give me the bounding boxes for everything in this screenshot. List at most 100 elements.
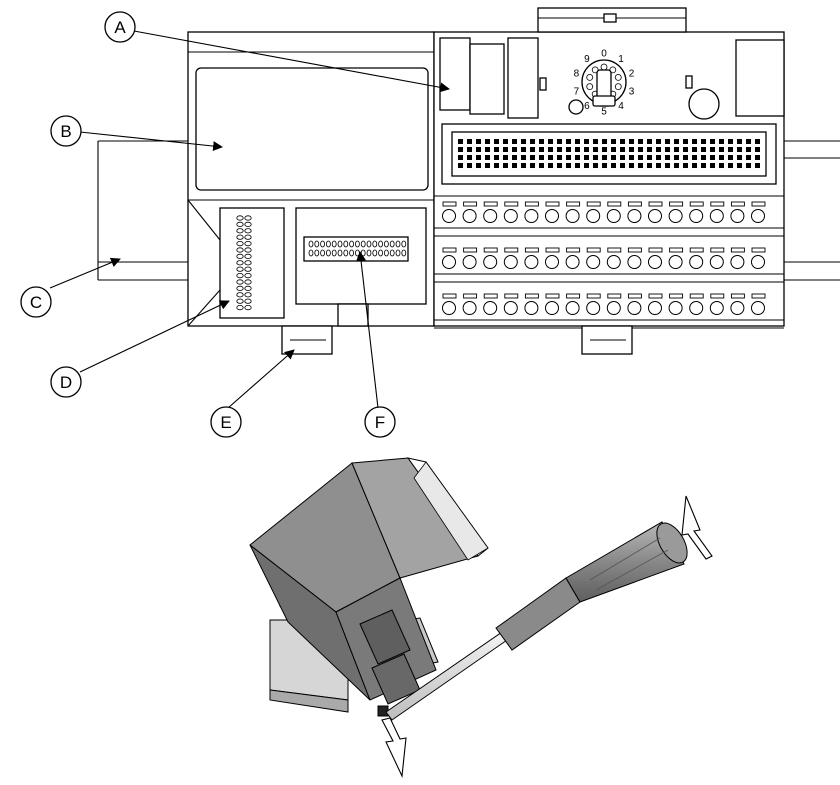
bus-pin bbox=[331, 249, 337, 257]
terminal-screw[interactable] bbox=[565, 209, 580, 223]
ribbon-pin bbox=[674, 155, 679, 160]
ribbon-pin bbox=[620, 139, 625, 144]
ribbon-pin bbox=[584, 155, 589, 160]
ribbon-pin bbox=[611, 163, 616, 168]
dial-digit: 0 bbox=[601, 49, 607, 60]
terminal-screw[interactable] bbox=[565, 255, 580, 269]
terminal-screw[interactable] bbox=[751, 209, 765, 223]
terminal-screw[interactable] bbox=[483, 209, 498, 223]
terminal-screw[interactable] bbox=[442, 255, 456, 269]
terminal-screw[interactable] bbox=[503, 255, 518, 269]
terminal-screw[interactable] bbox=[689, 209, 704, 223]
dial-digit: 7 bbox=[574, 86, 580, 97]
ribbon-pin bbox=[665, 155, 670, 160]
terminal-screw[interactable] bbox=[462, 255, 477, 269]
ribbon-pin bbox=[521, 163, 526, 168]
terminal-screw[interactable] bbox=[751, 301, 765, 315]
terminal-screw[interactable] bbox=[648, 301, 662, 315]
ribbon-pin bbox=[539, 163, 544, 168]
bus-pin bbox=[354, 240, 360, 248]
terminal-slot bbox=[586, 201, 601, 207]
callout-label-b: B bbox=[60, 122, 71, 141]
terminal-screw[interactable] bbox=[545, 209, 559, 223]
bus-pin bbox=[320, 249, 326, 257]
terminal-screw[interactable] bbox=[442, 209, 456, 223]
terminal-screw[interactable] bbox=[462, 209, 477, 223]
terminal-screw[interactable] bbox=[627, 301, 642, 315]
bus-pin bbox=[378, 249, 384, 257]
terminal-screw[interactable] bbox=[627, 209, 642, 223]
dial-digit: 5 bbox=[601, 107, 607, 118]
terminal-screw[interactable] bbox=[668, 255, 683, 269]
terminal-screw[interactable] bbox=[668, 209, 683, 223]
ribbon-pin bbox=[584, 163, 589, 168]
side-pin bbox=[244, 304, 252, 311]
ribbon-pin bbox=[530, 163, 535, 168]
terminal-screw[interactable] bbox=[606, 255, 621, 269]
terminal-screw[interactable] bbox=[545, 255, 559, 269]
ribbon-pin bbox=[629, 147, 634, 152]
ribbon-pin bbox=[467, 163, 472, 168]
side-pin bbox=[244, 285, 252, 291]
terminal-slot bbox=[689, 293, 704, 299]
ribbon-pin bbox=[503, 147, 508, 152]
dial-position-dot bbox=[614, 73, 622, 81]
terminal-slot bbox=[669, 247, 684, 253]
terminal-screw[interactable] bbox=[668, 301, 683, 315]
terminal-screw[interactable] bbox=[442, 301, 456, 315]
terminal-screw[interactable] bbox=[751, 255, 765, 269]
ribbon-pin bbox=[566, 155, 571, 160]
ribbon-pin bbox=[656, 155, 661, 160]
ribbon-pin bbox=[602, 139, 607, 144]
terminal-screw[interactable] bbox=[606, 301, 621, 315]
terminal-slot bbox=[504, 201, 519, 207]
terminal-screw[interactable] bbox=[648, 209, 662, 223]
terminal-screw[interactable] bbox=[730, 209, 745, 223]
ribbon-pin bbox=[620, 147, 625, 152]
side-pin bbox=[236, 253, 244, 259]
ribbon-pin bbox=[467, 155, 472, 160]
terminal-screw[interactable] bbox=[545, 301, 559, 315]
ribbon-pin bbox=[557, 139, 562, 144]
terminal-screw[interactable] bbox=[565, 301, 580, 315]
terminal-screw[interactable] bbox=[586, 255, 601, 269]
bus-pin bbox=[325, 249, 331, 257]
terminal-screw[interactable] bbox=[730, 301, 745, 315]
terminal-screw[interactable] bbox=[689, 301, 704, 315]
label-window bbox=[195, 67, 429, 191]
ribbon-pin bbox=[719, 155, 724, 160]
callout-label-a: A bbox=[114, 18, 126, 37]
bus-pin bbox=[401, 240, 407, 248]
terminal-slot bbox=[648, 247, 663, 253]
terminal-screw[interactable] bbox=[524, 255, 539, 269]
terminal-screw[interactable] bbox=[524, 209, 539, 223]
terminal-slot bbox=[751, 293, 766, 299]
terminal-screw[interactable] bbox=[586, 301, 601, 315]
terminal-screw[interactable] bbox=[709, 255, 724, 269]
terminal-screw[interactable] bbox=[709, 209, 724, 223]
terminal-screw[interactable] bbox=[606, 209, 621, 223]
terminal-screw[interactable] bbox=[503, 209, 518, 223]
bus-pin bbox=[314, 240, 320, 248]
terminal-screw[interactable] bbox=[524, 301, 539, 315]
ribbon-pin bbox=[548, 139, 553, 144]
terminal-screw[interactable] bbox=[689, 255, 704, 269]
terminal-screw[interactable] bbox=[730, 255, 745, 269]
ribbon-pin bbox=[548, 163, 553, 168]
ribbon-pin bbox=[494, 163, 499, 168]
terminal-slot bbox=[648, 201, 663, 207]
terminal-screw[interactable] bbox=[483, 301, 498, 315]
terminal-screw[interactable] bbox=[483, 255, 498, 269]
dial-digit: 2 bbox=[629, 69, 635, 80]
terminal-screw[interactable] bbox=[709, 301, 724, 315]
terminal-screw[interactable] bbox=[503, 301, 518, 315]
terminal-screw[interactable] bbox=[586, 209, 601, 223]
terminal-screw[interactable] bbox=[648, 255, 662, 269]
terminal-screw[interactable] bbox=[462, 301, 477, 315]
bus-pin bbox=[343, 249, 349, 257]
terminal-screw[interactable] bbox=[627, 255, 642, 269]
side-pin bbox=[236, 266, 244, 272]
terminal-slot bbox=[483, 201, 498, 207]
